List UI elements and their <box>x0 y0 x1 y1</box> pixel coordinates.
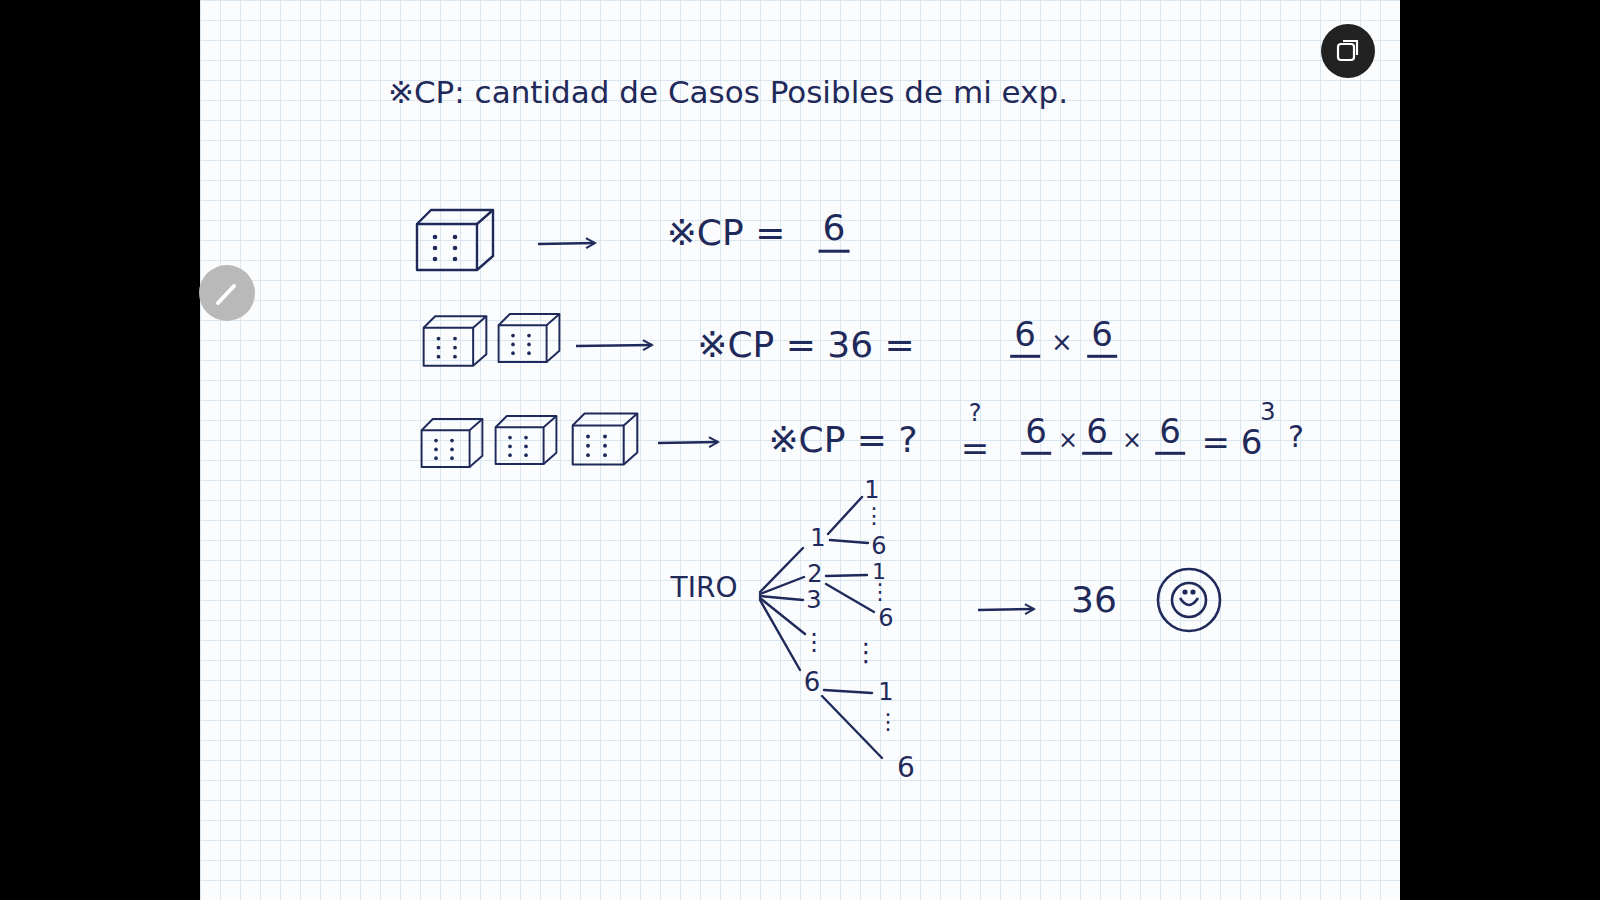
equation: ※CP = ? <box>768 420 917 460</box>
die <box>422 419 483 467</box>
operator: × <box>1058 427 1078 453</box>
title: ※CP: cantidad de Casos Posibles de mi ex… <box>388 74 1068 110</box>
arrow <box>978 609 1034 610</box>
tree-dots: ⋮ <box>802 629 826 655</box>
tree-dots: ⋮ <box>853 638 879 667</box>
exponent: 3 <box>1260 399 1275 425</box>
underlined-factor: 6 <box>1087 316 1117 358</box>
die <box>424 316 487 366</box>
underlined-factor: 6 <box>819 208 850 253</box>
expand-icon <box>1321 24 1375 78</box>
underlined-factor: 6 <box>1010 316 1040 358</box>
smiley <box>1158 569 1220 631</box>
equation: ※CP = 36 = <box>697 325 914 365</box>
tree-dots: ⋮ <box>877 710 899 734</box>
underlined-factor: 6 <box>1082 413 1112 455</box>
tree-dots: ⋮ <box>863 504 885 528</box>
operator: × <box>1122 427 1142 453</box>
question-mark: ? <box>1288 420 1304 453</box>
question-mark: ? <box>969 400 982 426</box>
operator: = <box>961 430 990 467</box>
tree-value: 6 <box>871 533 886 559</box>
operator: × <box>1051 328 1073 357</box>
arrow <box>576 345 652 346</box>
die <box>417 210 493 270</box>
underlined-factor: 6 <box>1021 413 1051 455</box>
die <box>499 314 560 362</box>
tree-value: 1 <box>878 679 893 705</box>
tree-value: 2 <box>807 561 822 587</box>
die <box>573 414 638 465</box>
underlined-factor: 6 <box>1155 413 1185 455</box>
equation: ※CP = <box>667 213 786 253</box>
result: 36 <box>1071 580 1117 620</box>
tree-value: 3 <box>806 587 821 613</box>
tree-value: 1 <box>864 477 879 503</box>
equation: = 6 <box>1202 424 1263 461</box>
tree-value: 1 <box>810 525 825 551</box>
tree-value: 6 <box>804 668 821 697</box>
tree-value: 6 <box>897 753 915 784</box>
tree-dots: ⋮ <box>869 580 891 604</box>
tree-branches <box>760 497 882 758</box>
tree-root: TIRO <box>671 573 738 604</box>
die <box>496 416 557 464</box>
pencil-icon <box>199 265 255 321</box>
arrow <box>538 243 595 244</box>
arrow <box>658 442 718 443</box>
tree-value: 6 <box>878 605 893 631</box>
